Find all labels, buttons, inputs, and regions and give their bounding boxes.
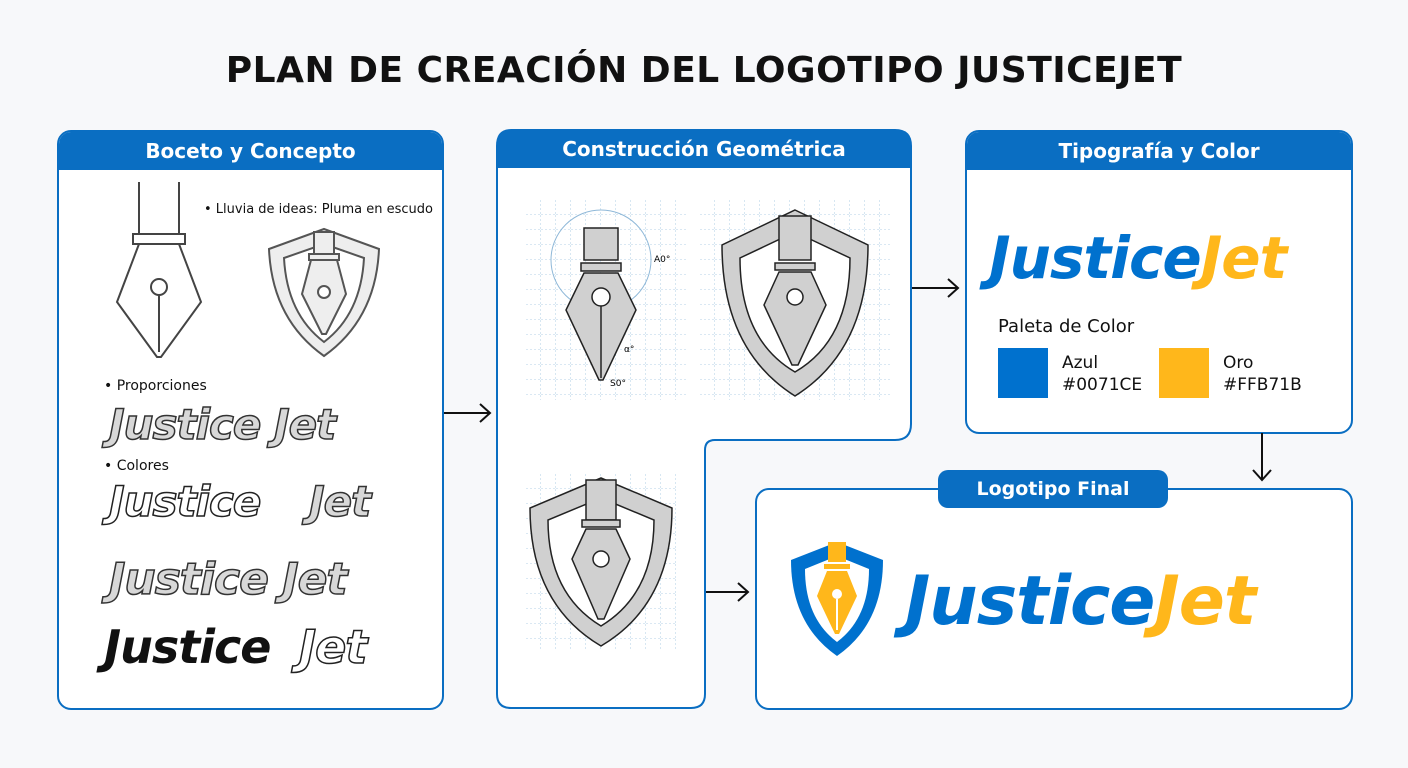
- construction-panel-header: Construcción Geométrica: [562, 137, 846, 161]
- swatch-gold: [1159, 348, 1209, 398]
- sketch-panel-header: Boceto y Concepto: [59, 132, 442, 170]
- construction-final-shield-icon: [526, 474, 676, 650]
- final-logo-panel: JusticeJet: [755, 488, 1353, 710]
- wordmark-bold-justice: Justice: [104, 620, 271, 674]
- arrow-construction-to-final: [706, 582, 750, 602]
- final-shield-pen-icon: [791, 542, 883, 656]
- wordmark-bold-jet: Jet: [298, 619, 368, 675]
- swatch-blue-hex: #0071CE: [1062, 375, 1143, 395]
- wordmark-sketch-proportions: Justice Jet: [108, 399, 337, 450]
- page-title: PLAN DE CREACIÓN DEL LOGOTIPO JUSTICEJET: [225, 50, 1183, 91]
- final-logo-header: Logotipo Final: [938, 470, 1168, 508]
- note-colors: • Colores: [104, 458, 169, 474]
- swatch-gold-label: Oro#FFB71B: [1223, 352, 1302, 396]
- note-proportions: • Proporciones: [104, 378, 207, 394]
- shield-pen-sketch-icon: [267, 227, 381, 358]
- wordmark-outline-jet: Jet: [308, 476, 372, 527]
- wordmark-justice: Justice: [989, 224, 1202, 292]
- swatch-blue-label: Azul#0071CE: [1062, 352, 1142, 396]
- angle-label-alpha: α°: [624, 345, 634, 355]
- angle-label-s: S0°: [610, 379, 626, 389]
- arrow-typography-to-final: [1252, 433, 1272, 482]
- wordmark-jet: Jet: [1200, 224, 1288, 292]
- wordmark-shaded: Justice Jet: [108, 553, 348, 606]
- typography-panel: Tipografía y Color JusticeJet Paleta de …: [965, 130, 1353, 434]
- swatch-gold-name: Oro: [1223, 353, 1254, 373]
- final-wordmark-jet: Jet: [1154, 562, 1256, 641]
- arrow-sketch-to-construction: [444, 403, 492, 423]
- geometric-pen-nib-icon: A0° α° S0°: [526, 200, 686, 400]
- swatch-gold-hex: #FFB71B: [1223, 375, 1302, 395]
- typography-wordmark: JusticeJet: [989, 224, 1288, 292]
- geometric-shield-icon: [700, 200, 890, 400]
- swatch-blue-name: Azul: [1062, 353, 1099, 373]
- pen-nib-sketch-icon: [115, 182, 203, 358]
- final-wordmark-justice: Justice: [905, 562, 1155, 641]
- sketch-panel: Boceto y Concepto • Lluvia de ideas: Plu…: [57, 130, 444, 710]
- note-brainstorm: • Lluvia de ideas: Pluma en escudo: [204, 202, 433, 217]
- arrow-construction-to-typography: [912, 278, 960, 298]
- final-wordmark: JusticeJet: [905, 562, 1256, 641]
- wordmark-outline-justice: Justice: [108, 476, 262, 527]
- angle-label-a: A0°: [654, 255, 670, 265]
- typography-panel-header: Tipografía y Color: [967, 132, 1351, 170]
- palette-title: Paleta de Color: [998, 316, 1135, 337]
- swatch-blue: [998, 348, 1048, 398]
